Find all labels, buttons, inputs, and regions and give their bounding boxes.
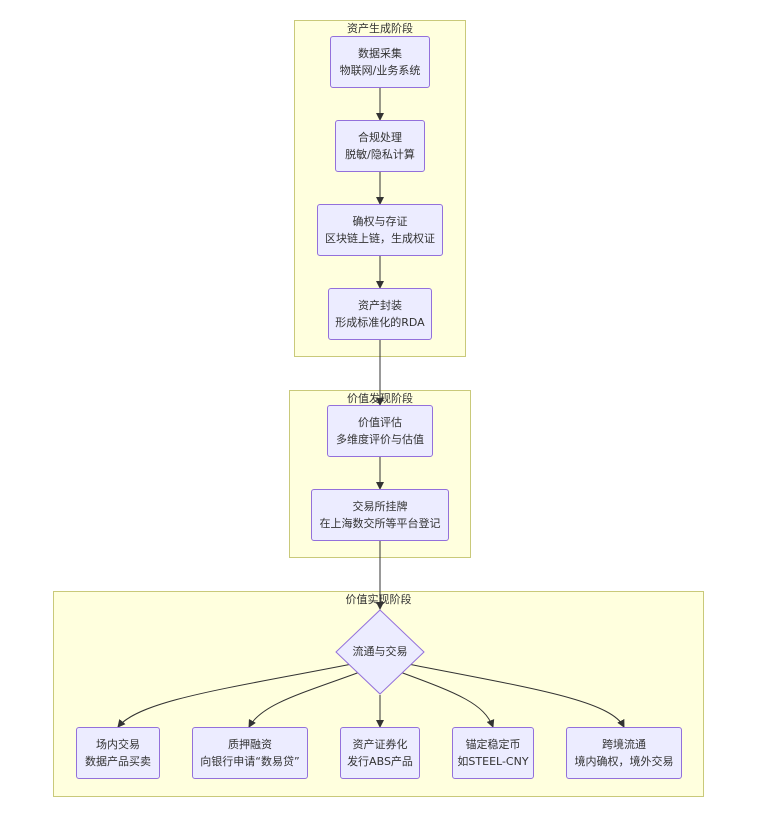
cluster-label-asset-generation: 资产生成阶段 xyxy=(347,22,413,35)
node-crossborder-title: 跨境流通 xyxy=(602,738,646,751)
node-stablecoin: 锚定稳定币 如STEEL-CNY xyxy=(452,727,534,779)
node-stablecoin-detail: 如STEEL-CNY xyxy=(457,755,529,768)
edge-circulate-pledge xyxy=(248,671,361,728)
node-rights-detail: 区块链上链，生成权证 xyxy=(325,232,435,245)
node-rights-confirmation: 确权与存证 区块链上链，生成权证 xyxy=(317,204,443,256)
node-crossborder-detail: 境内确权，境外交易 xyxy=(574,755,674,768)
node-stablecoin-title: 锚定稳定币 xyxy=(465,738,521,751)
node-onsite-detail: 数据产品买卖 xyxy=(85,755,151,768)
node-pledge-title: 质押融资 xyxy=(228,738,272,751)
node-packaging-detail: 形成标准化的RDA xyxy=(335,316,425,329)
node-listing-detail: 在上海数交所等平台登记 xyxy=(319,517,441,530)
node-data-collection-title: 数据采集 xyxy=(358,47,402,60)
cluster-label-value-realization: 价值实现阶段 xyxy=(345,593,412,606)
node-data-collection-detail: 物联网/业务系统 xyxy=(339,64,421,77)
decision-diamond xyxy=(335,609,425,695)
node-listing-title: 交易所挂牌 xyxy=(352,500,408,513)
node-packaging-title: 资产封装 xyxy=(358,299,402,312)
node-pledge-financing: 质押融资 向银行申请“数易贷” xyxy=(192,727,308,779)
node-data-collection: 数据采集 物联网/业务系统 xyxy=(330,36,430,88)
node-value-evaluation: 价值评估 多维度评价与估值 xyxy=(327,405,433,457)
node-compliance-processing: 合规处理 脱敏/隐私计算 xyxy=(335,120,425,172)
node-rights-title: 确权与存证 xyxy=(352,215,408,228)
node-evaluation-title: 价值评估 xyxy=(358,416,402,429)
node-evaluation-detail: 多维度评价与估值 xyxy=(336,433,424,446)
node-onsite-trading: 场内交易 数据产品买卖 xyxy=(76,727,160,779)
node-asset-packaging: 资产封装 形成标准化的RDA xyxy=(328,288,432,340)
node-compliance-title: 合规处理 xyxy=(358,131,402,144)
edge-circulate-onsite xyxy=(117,663,353,728)
edge-circulate-stablecoin xyxy=(399,671,495,728)
edge-circulate-crossborder xyxy=(407,663,625,728)
node-onsite-title: 场内交易 xyxy=(96,738,140,751)
node-compliance-detail: 脱敏/隐私计算 xyxy=(345,148,415,161)
node-securitization: 资产证券化 发行ABS产品 xyxy=(340,727,420,779)
node-securitization-detail: 发行ABS产品 xyxy=(347,755,413,768)
node-cross-border: 跨境流通 境内确权，境外交易 xyxy=(566,727,682,779)
node-pledge-detail: 向银行申请“数易贷” xyxy=(200,755,300,768)
node-securitization-title: 资产证券化 xyxy=(352,738,408,751)
decision-label: 流通与交易 xyxy=(352,645,408,658)
node-exchange-listing: 交易所挂牌 在上海数交所等平台登记 xyxy=(311,489,449,541)
